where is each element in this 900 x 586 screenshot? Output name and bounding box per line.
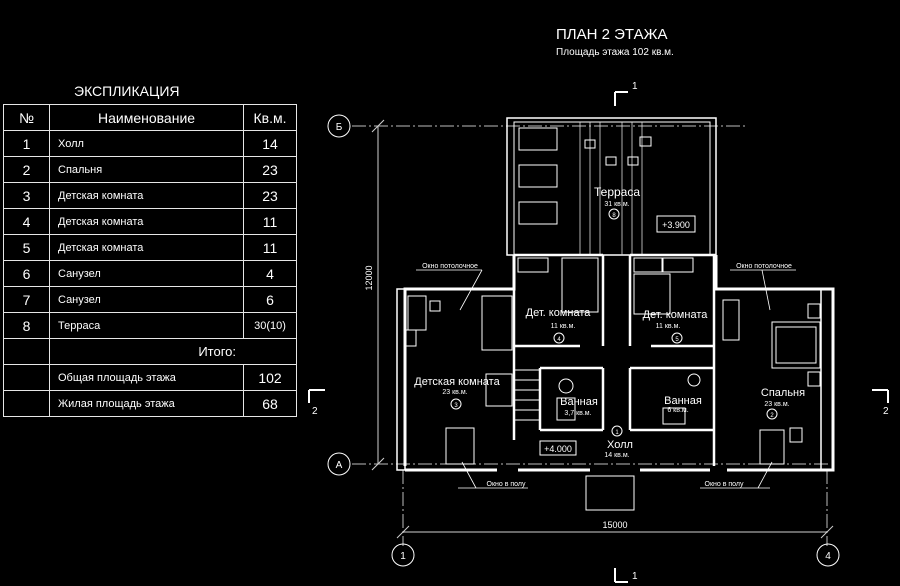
hall-level-box [539, 440, 577, 456]
axis-lines [352, 125, 830, 546]
room-area-terrace: 31 кв.м. [604, 201, 629, 208]
room-area-hall: 14 кв.м. [604, 452, 629, 459]
row-name: Детская комната [48, 234, 245, 261]
table-header-row: № Наименование Кв.м. [3, 104, 297, 131]
plan-subtitle: Площадь этажа 102 кв.м. [556, 47, 674, 58]
note-floor-window-right: Окно в полу [705, 481, 744, 488]
row-area: 23 [243, 156, 297, 183]
row-num: 1 [3, 130, 50, 157]
axis-bubble-a: А [327, 452, 351, 476]
total-row: Итого: [3, 338, 297, 365]
table-row: 4 Детская комната 11 [3, 208, 297, 235]
room-area-kids-5: 11 кв.м. [656, 323, 681, 330]
dimension-lines [371, 119, 834, 539]
room-num-1: 1 [615, 430, 619, 436]
empty-cell [3, 390, 50, 417]
room-name-hall: Холл [607, 439, 633, 451]
room-num-5: 5 [675, 337, 679, 343]
row-num: 8 [3, 312, 50, 339]
row-num: 6 [3, 260, 50, 287]
living-area-value: 68 [243, 390, 297, 417]
plan-title: ПЛАН 2 ЭТАЖА [556, 26, 668, 43]
room-name-kids-5: Дет. комната [643, 309, 709, 321]
room-num-4: 4 [557, 337, 561, 343]
axis-bubble-b: Б [327, 114, 351, 138]
axis-bubble-1: 1 [391, 543, 415, 567]
dimension-width: 15000 [602, 520, 627, 530]
room-name-kids-4: Дет. комната [526, 307, 592, 319]
row-area: 11 [243, 234, 297, 261]
room-area-bedroom: 23 кв.м. [764, 401, 789, 408]
terrace-level-mark: +3.900 [662, 220, 690, 230]
row-name: Санузел [48, 260, 245, 287]
axis-label-b: Б [336, 122, 343, 133]
floor-area-row: Общая площадь этажа 102 [3, 364, 297, 391]
living-area-row: Жилая площадь этажа 68 [3, 390, 297, 417]
table-row: 5 Детская комната 11 [3, 234, 297, 261]
interior-walls [512, 253, 716, 466]
hall-level-mark: +4.000 [544, 444, 572, 454]
note-floor-window-left: Окно в полу [487, 481, 526, 488]
table-row: 2 Спальня 23 [3, 156, 297, 183]
section-marks [308, 91, 889, 583]
room-area-kids-4: 11 кв.м. [551, 323, 576, 330]
room-num-2: 2 [770, 413, 774, 419]
room-area-bath-6: 3,7 кв.м. [564, 410, 591, 417]
note-ceiling-window-left: Окно потолочное [422, 263, 478, 270]
explication-title: ЭКСПЛИКАЦИЯ [74, 83, 180, 99]
axis-label-a: А [336, 460, 343, 471]
header-name: Наименование [48, 104, 245, 131]
table-row: 3 Детская комната 23 [3, 182, 297, 209]
axis-label-1: 1 [400, 551, 406, 562]
row-name: Спальня [48, 156, 245, 183]
exterior-walls [396, 255, 835, 472]
row-area: 4 [243, 260, 297, 287]
room-name-terrace: Терраса [594, 185, 640, 199]
note-ceiling-window-right: Окно потолочное [736, 263, 792, 270]
room-area-kids-3: 23 кв.м. [442, 389, 467, 396]
room-num-8: 8 [612, 213, 616, 219]
living-area-label: Жилая площадь этажа [48, 390, 245, 417]
room-num-3: 3 [454, 403, 458, 409]
terrace: +3.900 8 [506, 117, 717, 256]
room-name-bath-7: Ванная [664, 395, 702, 407]
section-mark-left: 2 [312, 406, 318, 417]
section-mark-right: 2 [883, 406, 889, 417]
section-mark-top: 1 [632, 81, 638, 92]
dimension-height: 12000 [364, 265, 374, 290]
floor-area-label: Общая площадь этажа [48, 364, 245, 391]
furniture [403, 257, 821, 511]
table-row: 8 Терраса 30(10) [3, 312, 297, 339]
note-leaders [416, 269, 796, 489]
table-row: 1 Холл 14 [3, 130, 297, 157]
room-name-bedroom: Спальня [761, 387, 805, 399]
axis-label-4: 4 [825, 551, 831, 562]
row-area: 14 [243, 130, 297, 157]
stairs [514, 369, 540, 421]
floor-area-value: 102 [243, 364, 297, 391]
room-name-kids-3: Детская комната [414, 376, 500, 388]
table-row: 6 Санузел 4 [3, 260, 297, 287]
row-area: 23 [243, 182, 297, 209]
room-name-bath-6: Ванная [560, 396, 598, 408]
explication-table: № Наименование Кв.м. 1 Холл 14 2 Спальня… [3, 104, 297, 417]
table-row: 7 Санузел 6 [3, 286, 297, 313]
section-mark-bottom: 1 [632, 571, 638, 582]
row-name: Холл [48, 130, 245, 157]
sun-loungers [518, 127, 652, 225]
total-label: Итого: [49, 338, 297, 365]
room-area-bath-7: 6 кв.м. [667, 407, 688, 414]
row-num: 3 [3, 182, 50, 209]
axis-bubble-4: 4 [816, 543, 840, 567]
